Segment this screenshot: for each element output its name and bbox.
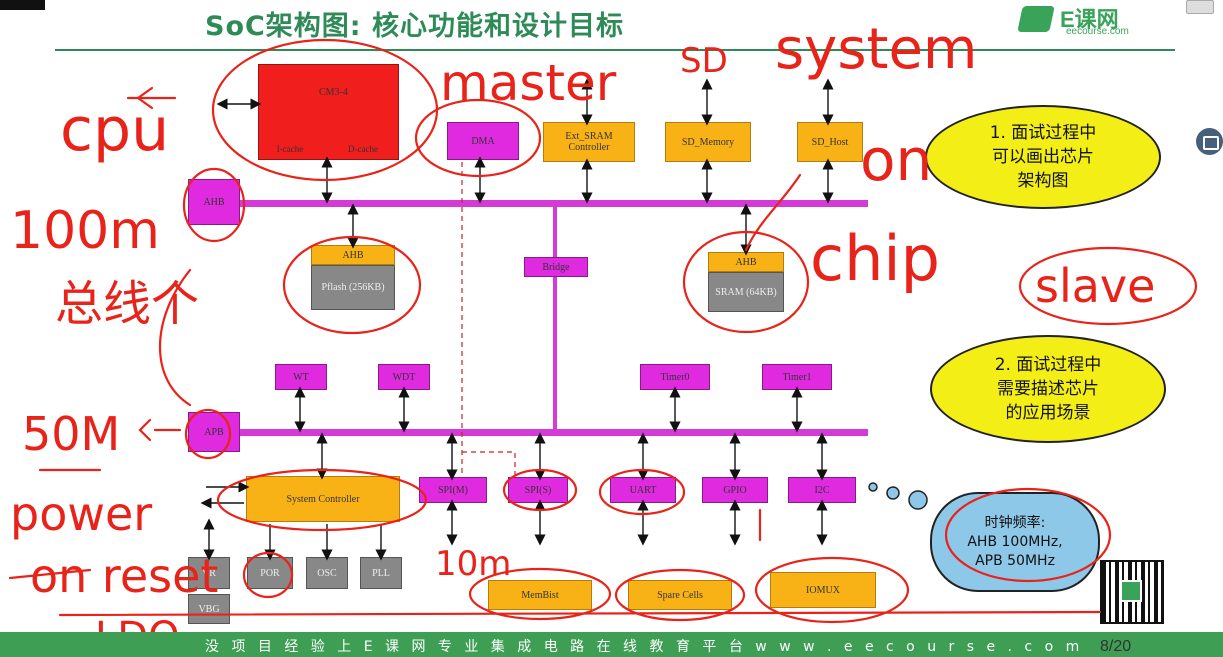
apb-bus-label: APB — [188, 412, 240, 452]
hw-bus-label: 总线个 — [55, 276, 199, 332]
footer-text: 没 项 目 经 验 上 E 课 网 专 业 集 成 电 路 在 线 教 育 平 … — [205, 639, 1084, 655]
window-corner-label — [0, 0, 45, 10]
note-bubble-application: 2. 面试过程中 需要描述芯片 的应用场景 — [930, 335, 1166, 443]
side-toolbar-icon[interactable] — [1196, 128, 1223, 155]
hw-on-reset: on reset — [30, 549, 218, 603]
hw-cpu: cpu — [60, 95, 169, 165]
title-divider — [55, 49, 1175, 51]
footer-bar — [0, 632, 1223, 657]
membist-block: MemBist — [488, 580, 592, 610]
hw-on: on — [860, 126, 932, 194]
apb-bus — [238, 429, 868, 436]
window-control-button[interactable] — [1186, 0, 1214, 14]
hw-master: master — [440, 54, 617, 112]
spi-slave-block: SPI(S) — [508, 477, 568, 503]
hw-power: power — [10, 487, 152, 541]
system-controller-block: System Controller — [246, 476, 400, 522]
cpu-label: CM3-4 — [319, 87, 348, 98]
page-number: 8/20 — [1100, 638, 1132, 655]
timer1-block: Timer1 — [762, 364, 832, 390]
hw-system: system — [775, 17, 977, 82]
hw-sd: SD — [680, 41, 728, 81]
osc-block: OSC — [306, 557, 348, 589]
hw-100m: 100m — [10, 201, 160, 261]
cpu-dcache: D-cache — [348, 144, 378, 154]
ahb-bus — [238, 200, 868, 207]
timer0-block: Timer0 — [640, 364, 710, 390]
note-bubble-architecture: 1. 面试过程中 可以画出芯片 架构图 — [925, 105, 1161, 209]
cpu-icache: I-cache — [276, 144, 304, 154]
ahb-bus-label: AHB — [188, 179, 240, 225]
vr-block: VR — [188, 557, 230, 589]
hw-chip: chip — [810, 222, 940, 295]
logo-text: E课网 — [1060, 7, 1119, 32]
hw-50m: 50M — [22, 407, 120, 461]
iomux-block: IOMUX — [770, 572, 876, 608]
qr-logo-icon — [1120, 580, 1142, 602]
cpu-block: CM3-4 — [258, 64, 399, 160]
bridge-block: Bridge — [524, 257, 588, 277]
clock-frequency-cloud: 时钟频率: AHB 100MHz, APB 50MHz — [930, 492, 1100, 592]
pflash-block: Pflash (256KB) — [311, 265, 395, 310]
logo-subtext: eecourse.com — [1066, 26, 1129, 37]
bridge-vertical-link — [553, 207, 557, 429]
vbg-block: VBG — [188, 594, 230, 624]
sram-block: SRAM (64KB) — [708, 272, 784, 312]
ext-sram-controller-block: Ext_SRAM Controller — [543, 122, 635, 162]
spare-cells-block: Spare Cells — [628, 580, 732, 610]
slide-title: SoC架构图: 核心功能和设计目标 — [205, 11, 625, 42]
hw-slave: slave — [1035, 259, 1155, 313]
hw-10m: 10m — [435, 544, 511, 584]
pll-block: PLL — [360, 557, 402, 589]
